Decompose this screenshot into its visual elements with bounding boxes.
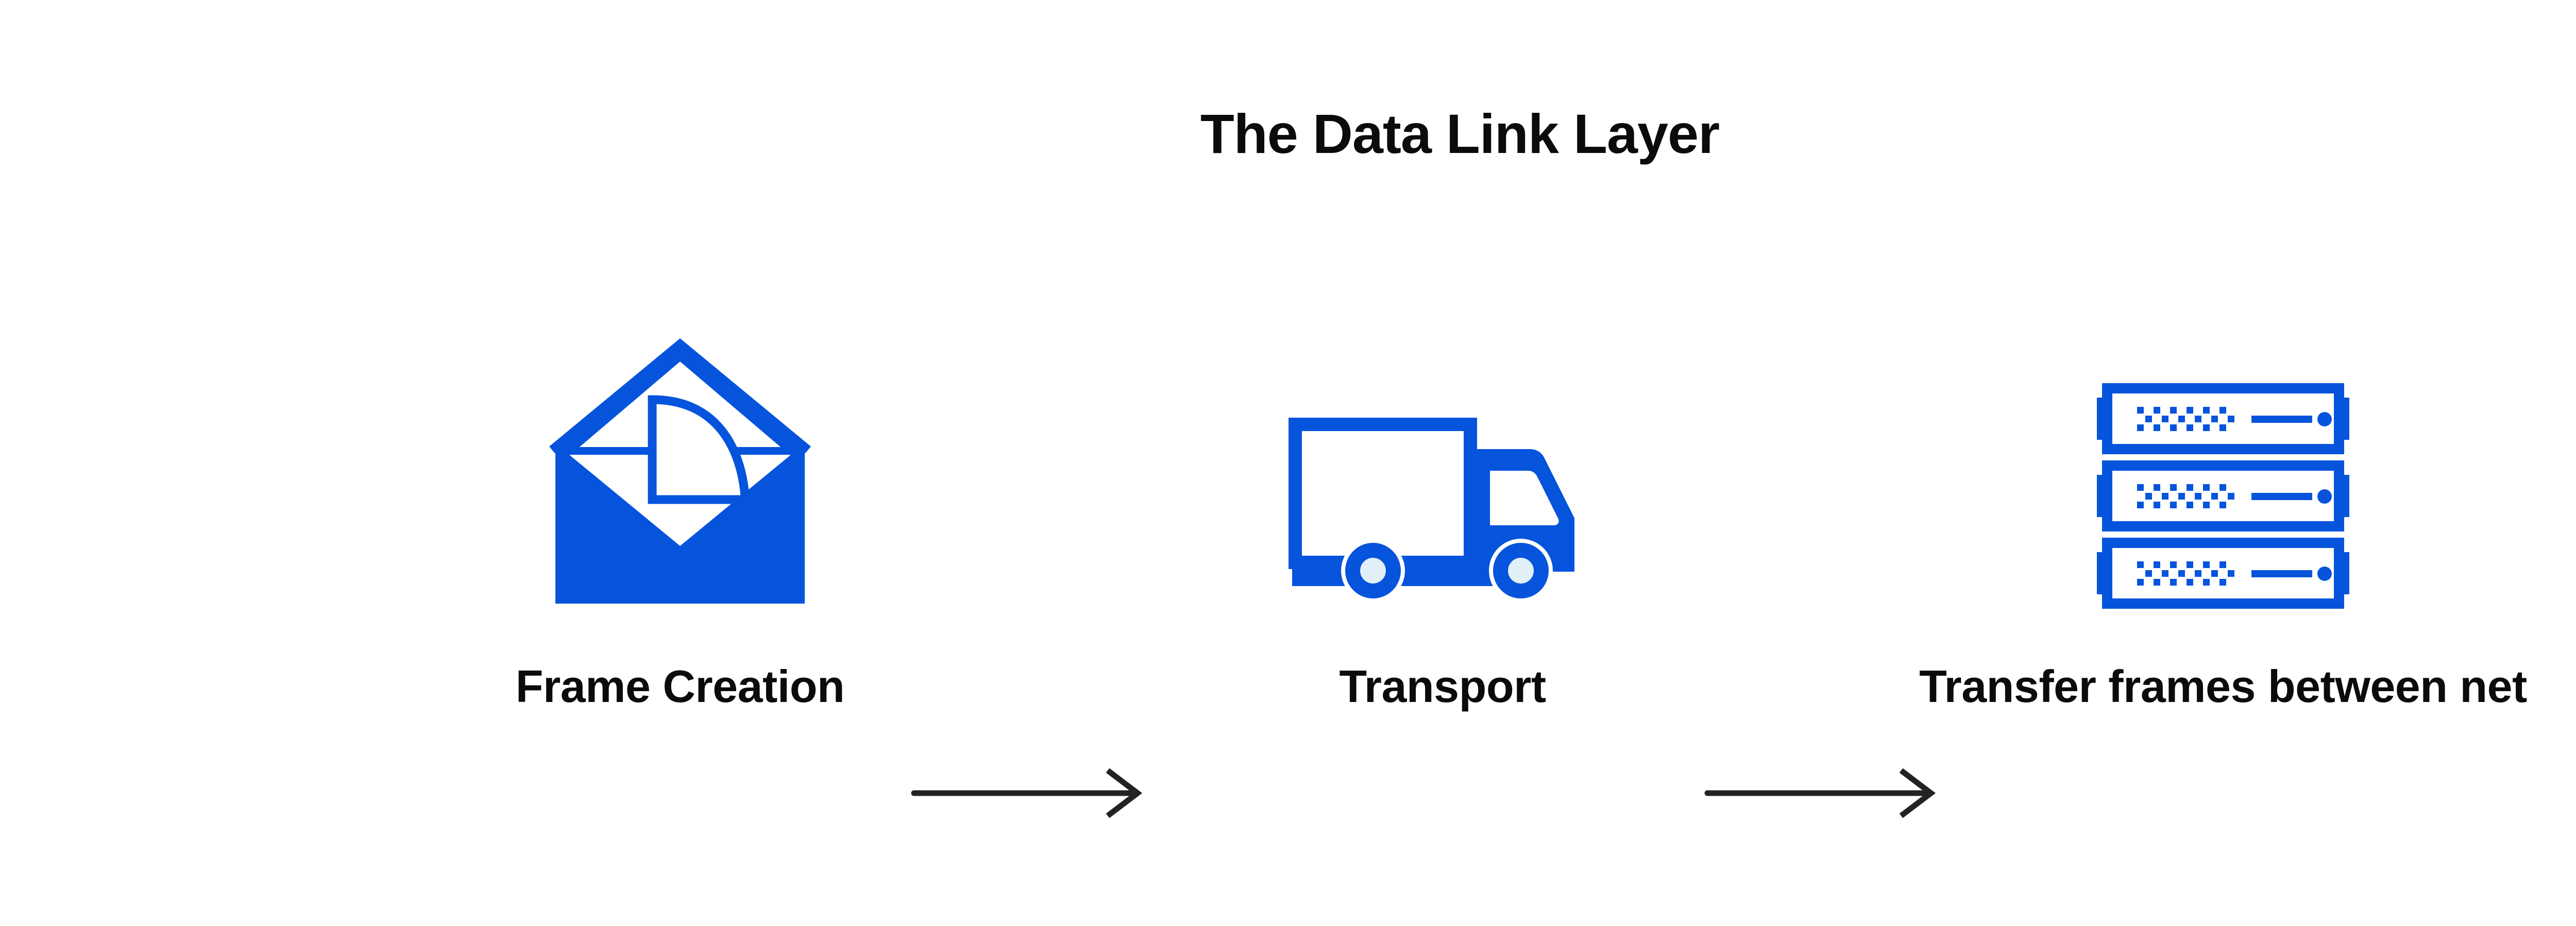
process-flow: Frame Creation [0,288,2576,818]
flow-step-transport: Transport [1154,288,1731,752]
page-title: The Data Link Layer [1200,102,1720,165]
icon-slot-frame-creation [216,288,1144,608]
arrow-right-icon-2 [1704,762,1947,824]
flow-step-network-transfer: Transfer frames between net [1741,288,2576,752]
server-rack-icon [2097,386,2349,608]
step-label-network-transfer: Transfer frames between net [1919,661,2527,712]
step-label-transport: Transport [1339,661,1546,712]
flow-step-frame-creation: Frame Creation [216,288,1144,752]
step-label-frame-creation: Frame Creation [515,661,845,712]
open-envelope-icon [549,330,811,608]
icon-slot-network-transfer [1741,288,2576,608]
arrow-right-icon-1 [911,762,1154,824]
delivery-truck-icon [1288,417,1597,608]
icon-slot-transport [1154,288,1731,608]
